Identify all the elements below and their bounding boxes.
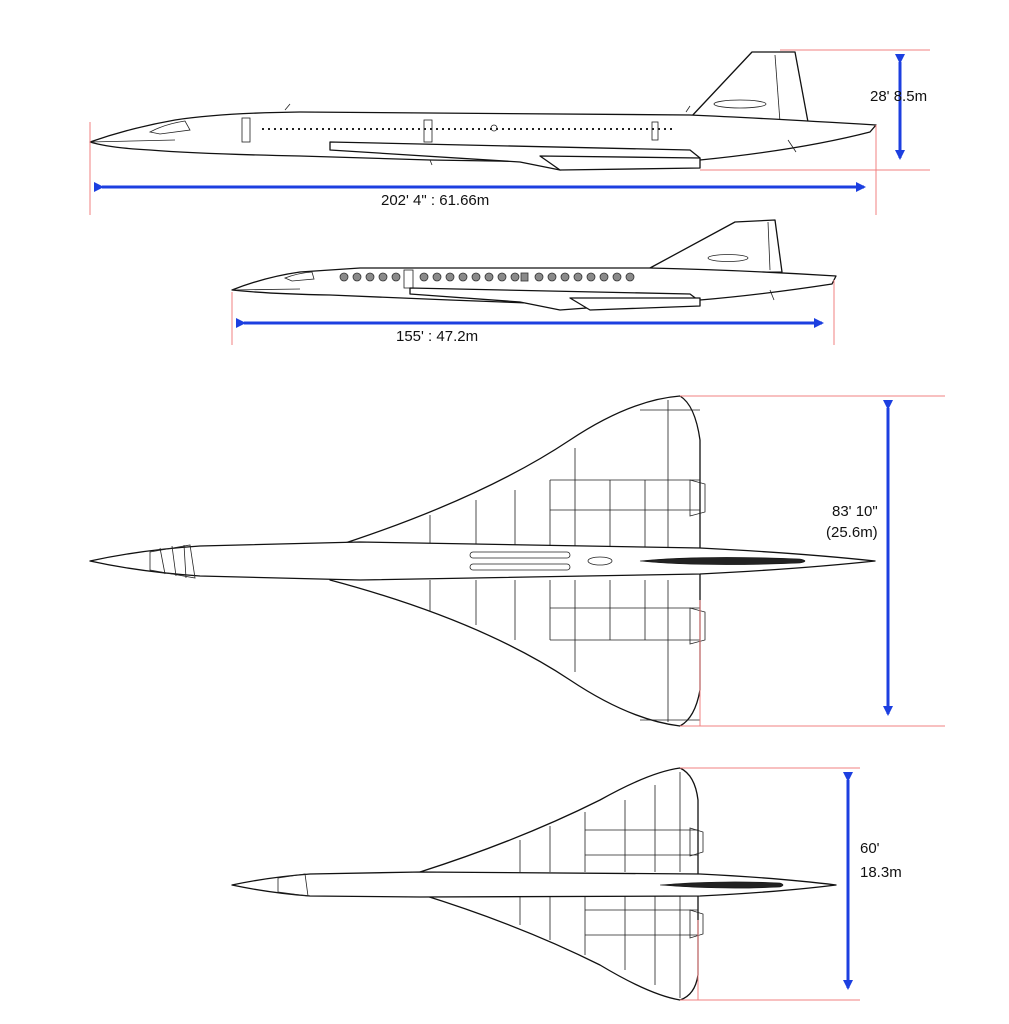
- concorde-top-view: [89, 395, 876, 727]
- concorde-height-label: 28' 8.5m: [870, 88, 928, 105]
- concorde-side-view: [89, 51, 877, 171]
- small-span-ft-label: 60': [860, 840, 880, 857]
- small-length-label: 155' : 47.2m: [396, 328, 479, 345]
- small-jet-top-view: [231, 767, 837, 1001]
- small-span-m-label: 18.3m: [860, 864, 902, 881]
- small-jet-side-view: [231, 219, 837, 311]
- concorde-length-label: 202' 4" : 61.66m: [381, 192, 490, 209]
- cabin-windows: [339, 269, 635, 289]
- concorde-span-ft-label: 83' 10": [832, 503, 878, 520]
- concorde-span-m-label: (25.6m): [826, 524, 878, 541]
